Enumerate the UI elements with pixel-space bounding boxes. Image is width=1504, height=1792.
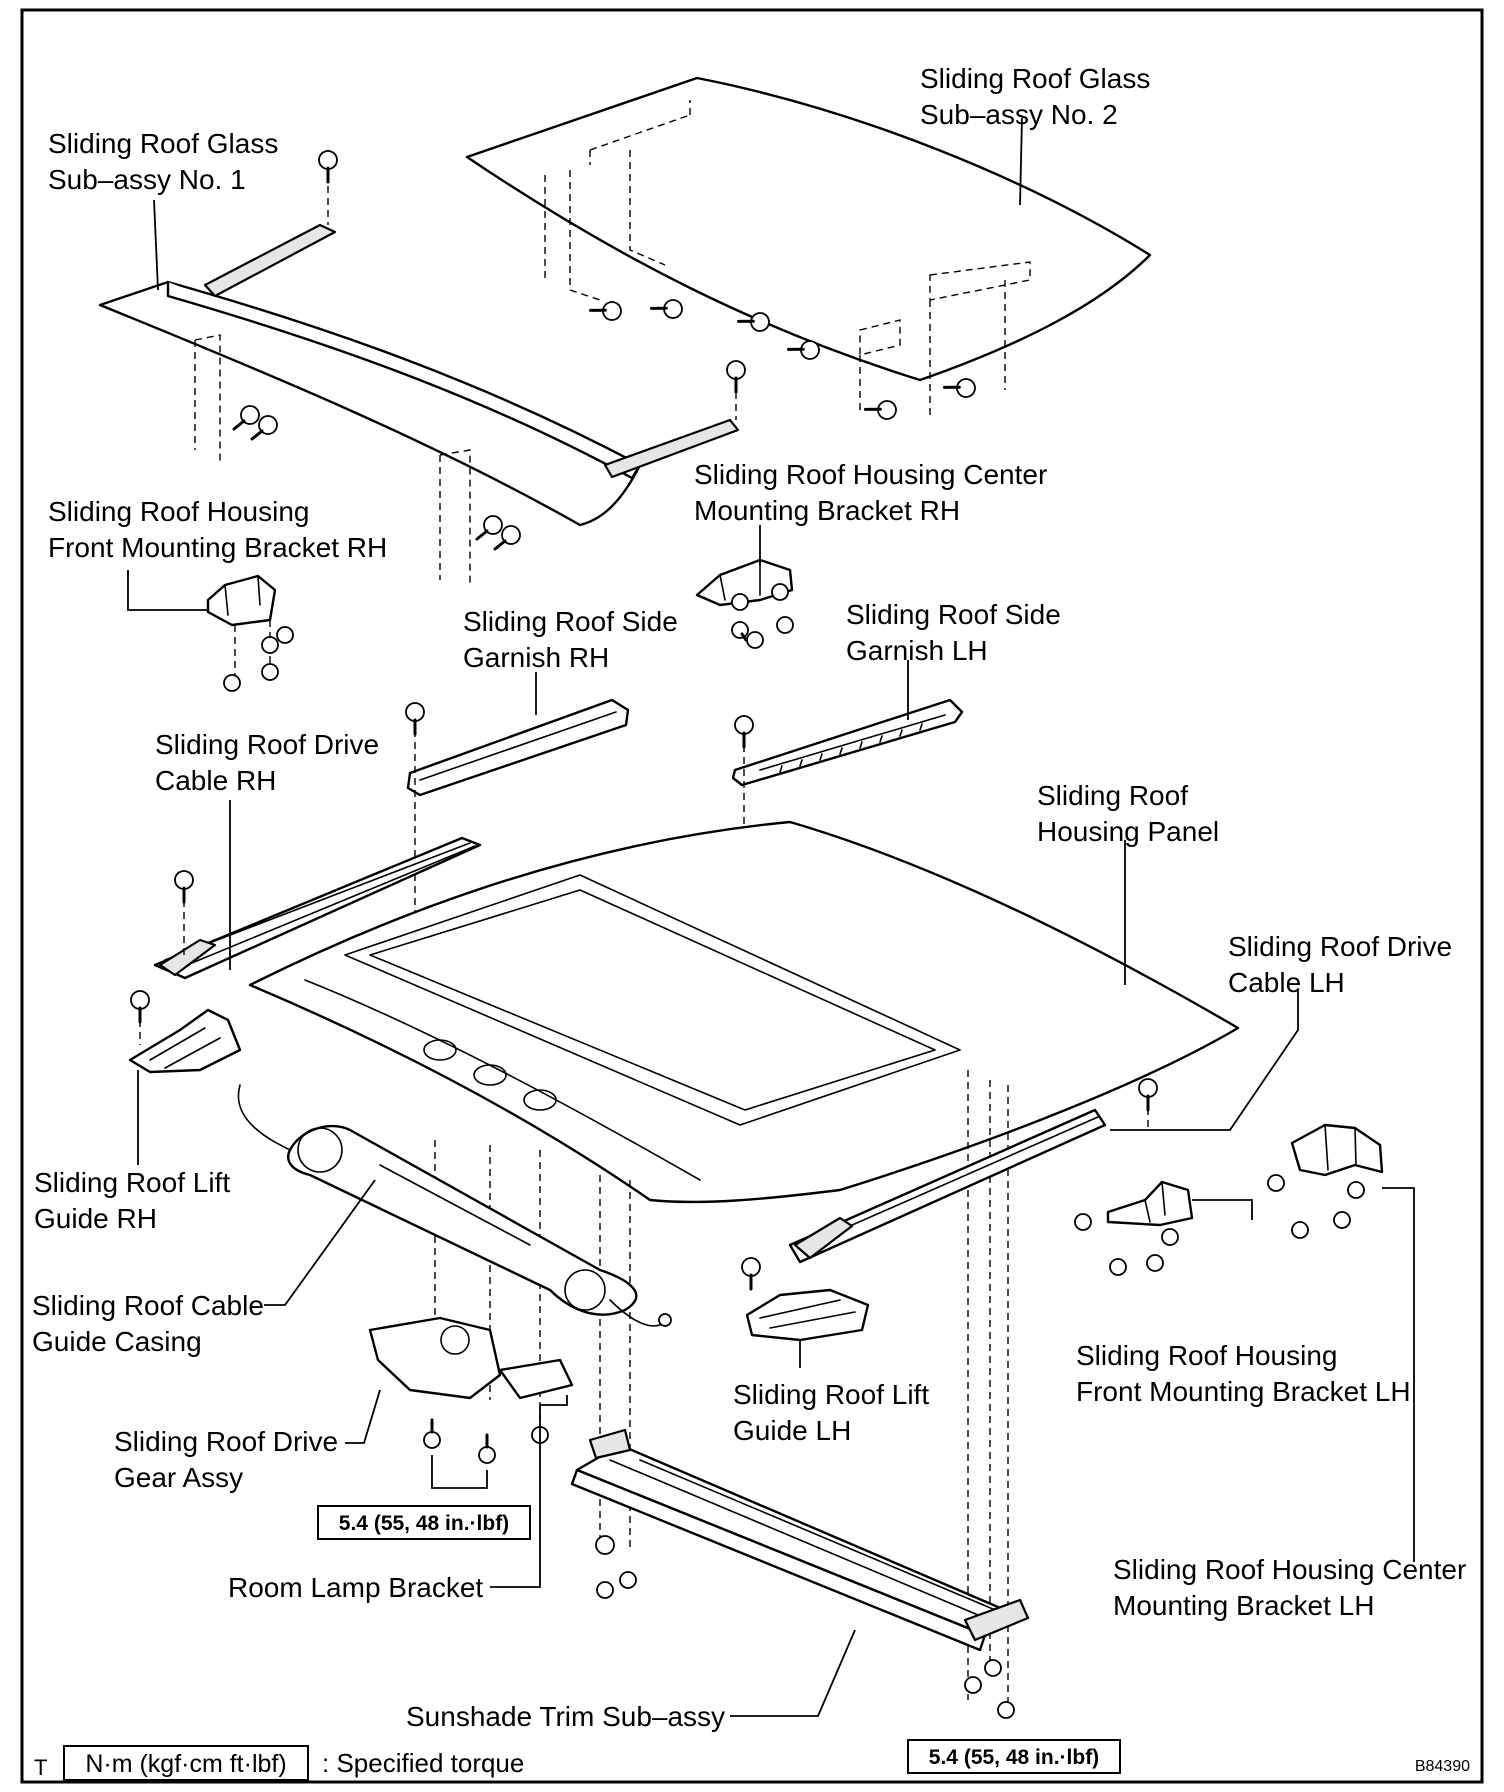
- glass-no2-part: [465, 76, 1152, 420]
- drive-gear-assy-part: [368, 1316, 574, 1464]
- svg-text:5.4 (55, 48 in.·lbf): 5.4 (55, 48 in.·lbf): [929, 1746, 1099, 1769]
- front-bracket-rh-part: [206, 574, 294, 692]
- label-sunshade-trim: Sunshade Trim Sub–assy: [406, 1701, 725, 1732]
- center-bracket-rh-part: [695, 558, 794, 649]
- diagram-frame: [20, 8, 1484, 1784]
- lift-guide-rh-part: [128, 990, 242, 1074]
- glass-no1-screws: [232, 150, 746, 551]
- glass-no2-screws: [588, 299, 976, 420]
- torque-box-gear-assy: 5.4 (55, 48 in.·lbf): [317, 1505, 531, 1540]
- label-room-lamp-bracket: Room Lamp Bracket: [228, 1572, 483, 1603]
- torque-legend: T N·m (kgf·cm ft·lbf) : Specified torque: [34, 1745, 524, 1781]
- lift-guide-lh-part: [741, 1257, 870, 1342]
- leader-lines: [127, 117, 1415, 1717]
- legend-unit-box: N·m (kgf·cm ft·lbf): [85, 1750, 286, 1778]
- svg-text:5.4 (55, 48 in.·lbf): 5.4 (55, 48 in.·lbf): [339, 1512, 509, 1535]
- glass-no1-part: [98, 150, 740, 585]
- side-garnish-rh-part: [405, 698, 630, 980]
- drive-cable-rh-part: [153, 836, 482, 980]
- front-bracket-lh-part: [1074, 1180, 1194, 1276]
- legend-text: : Specified torque: [322, 1748, 524, 1778]
- housing-panel-part: [248, 820, 1240, 1720]
- torque-box-sunshade: 5.4 (55, 48 in.·lbf): [907, 1739, 1121, 1774]
- cable-guide-casing-part: [237, 1084, 672, 1327]
- legend-prefix: T: [34, 1755, 47, 1780]
- figure-id: B84390: [1415, 1758, 1470, 1775]
- drive-cable-lh-part: [788, 1078, 1158, 1264]
- center-bracket-lh-part: [1267, 1123, 1384, 1239]
- sunshade-trim-part: [570, 1428, 1030, 1719]
